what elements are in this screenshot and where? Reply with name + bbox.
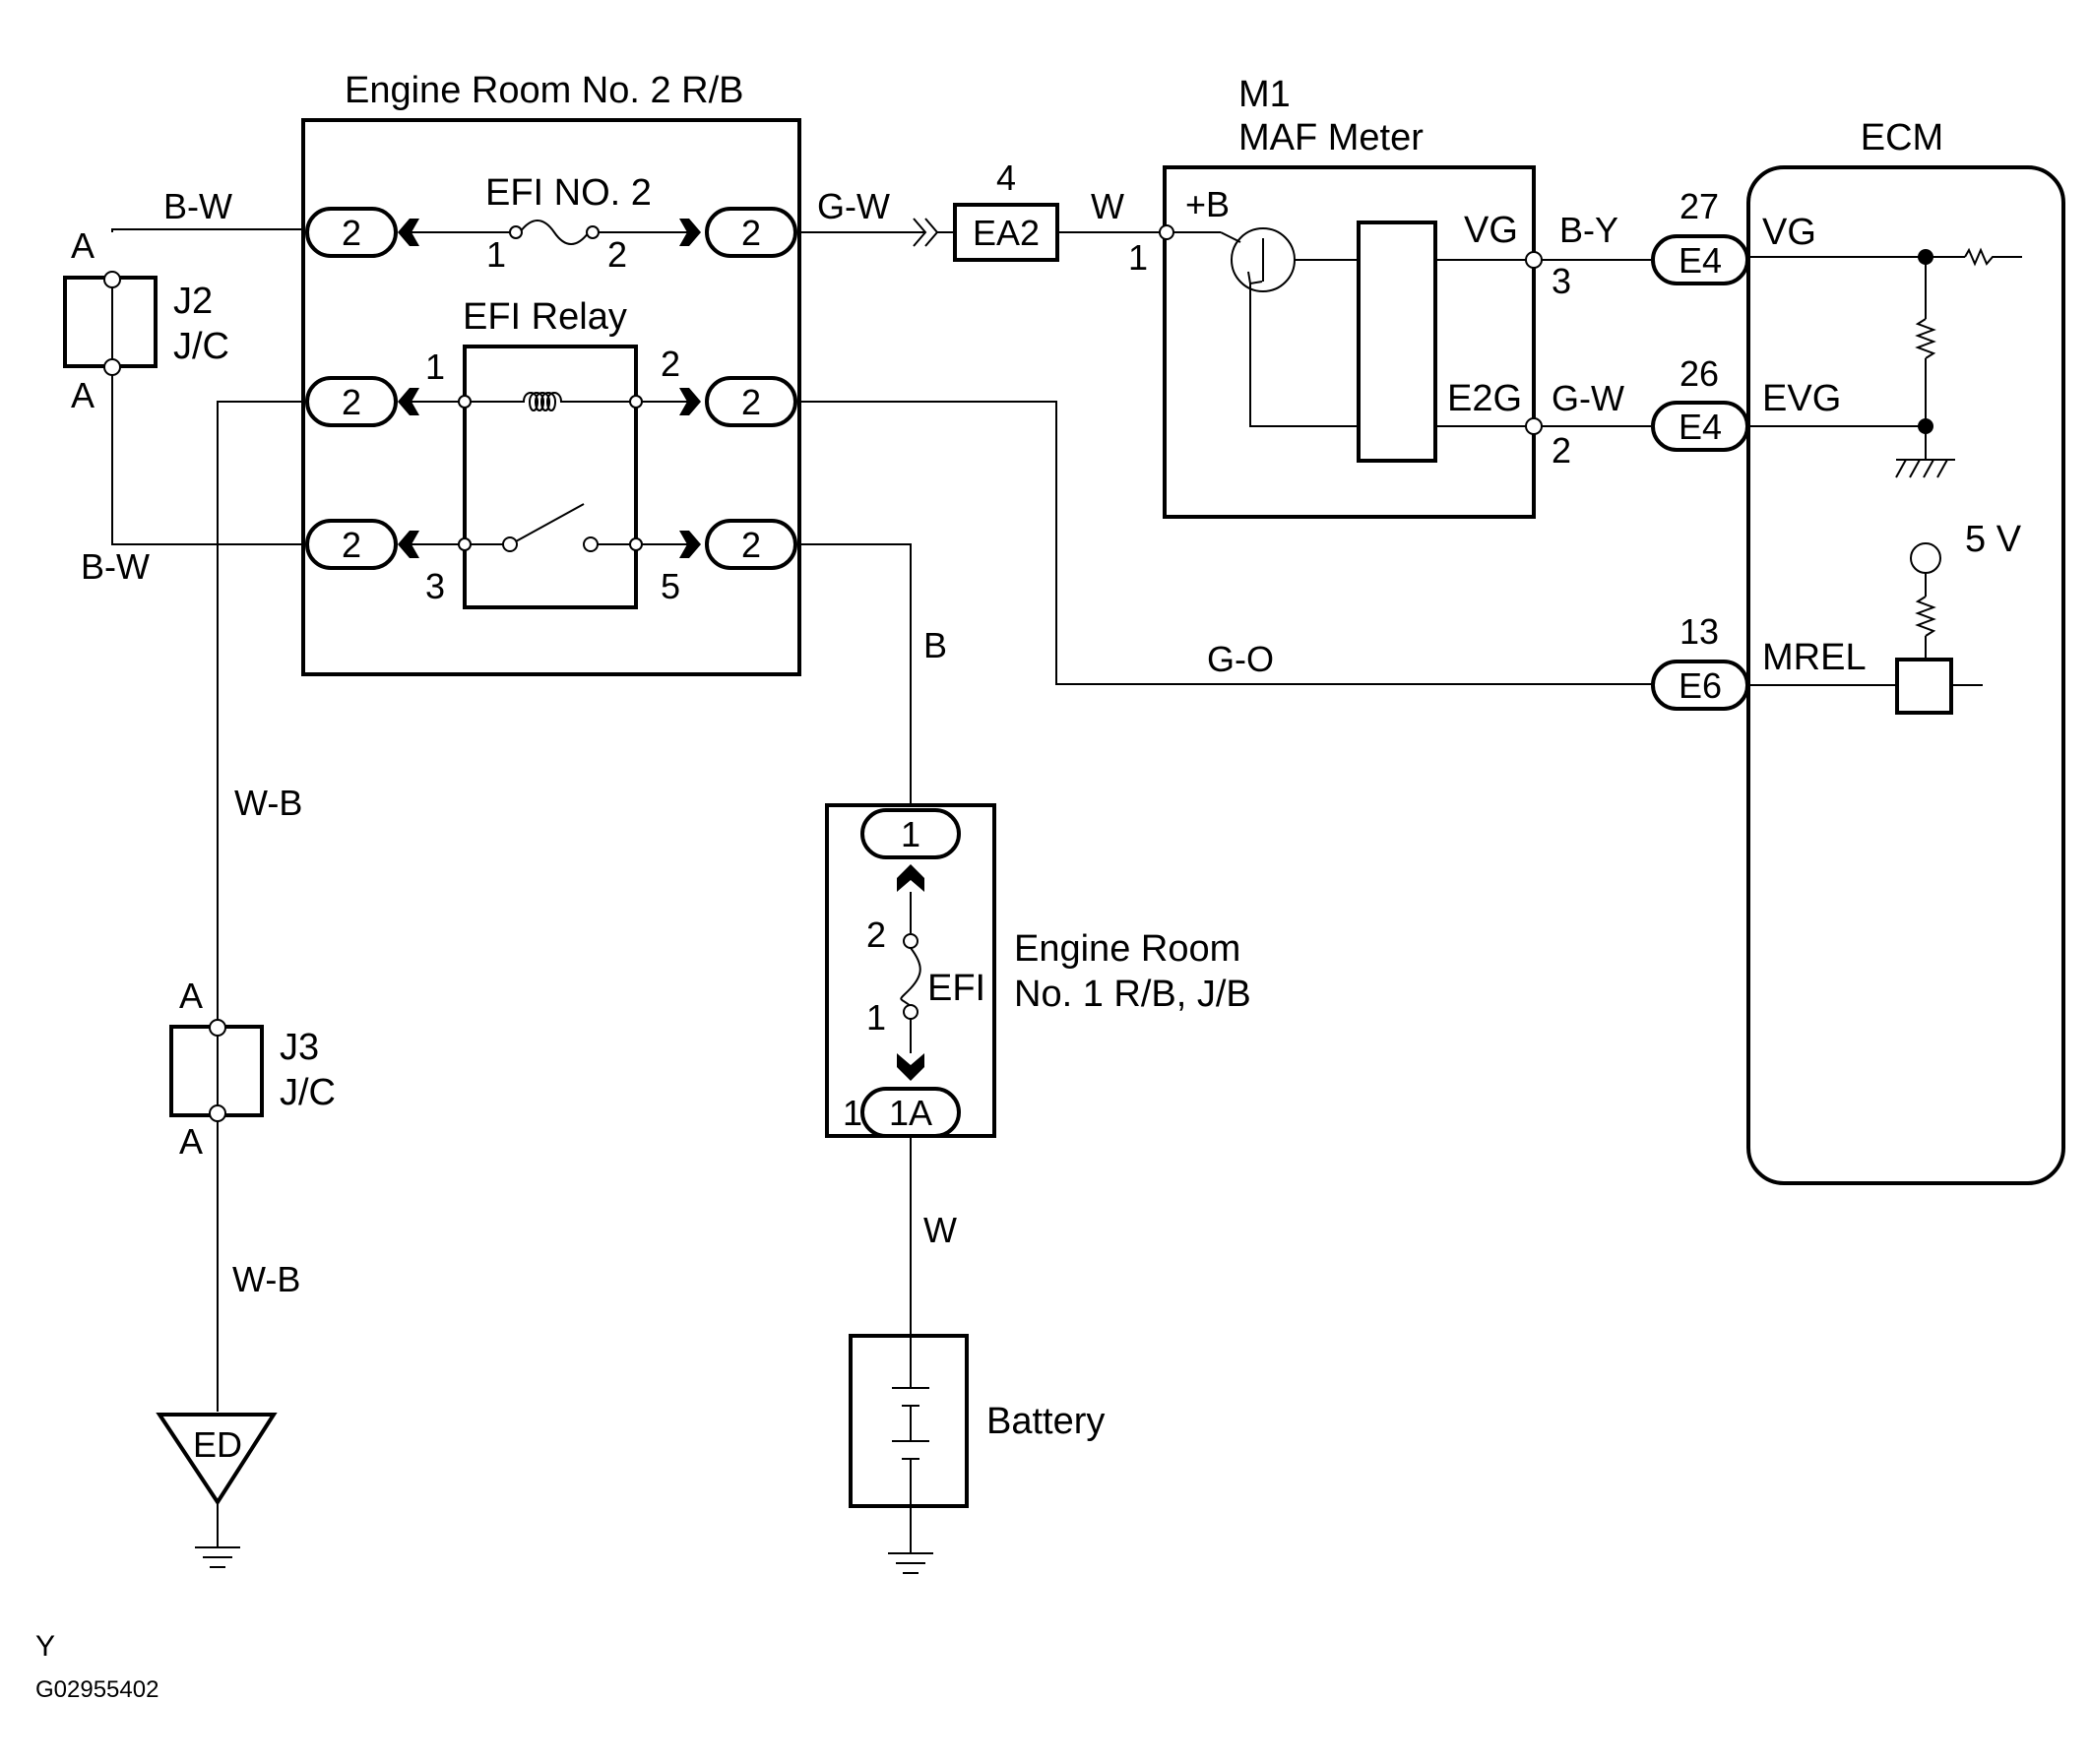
efi-no2-pin-2: 2 (607, 234, 627, 275)
svg-text:2: 2 (741, 213, 761, 253)
maf-pin-3: 3 (1552, 261, 1571, 301)
maf-meter: M1 MAF Meter +B 1 VG E2G 3 2 (1128, 74, 1571, 519)
efi-relay-label: EFI Relay (463, 296, 627, 338)
connector-e4-evg: 26 E4 (1651, 353, 1749, 452)
maf-pin-1: 1 (1128, 237, 1148, 278)
ecm-title: ECM (1861, 117, 1943, 158)
svg-text:2: 2 (342, 382, 361, 422)
svg-text:E4: E4 (1679, 240, 1722, 281)
battery: Battery (849, 1334, 1105, 1574)
ea2-label: EA2 (973, 213, 1040, 253)
rb1-connector-bottom-prefix: 1 (843, 1093, 862, 1133)
rb1-connector-bottom: 1A (889, 1093, 932, 1133)
battery-label: Battery (986, 1401, 1105, 1442)
wire-gw-1: G-W (817, 186, 890, 226)
wire-gw-2: G-W (1552, 378, 1624, 418)
relay-pin-2: 2 (661, 344, 680, 384)
wire-go: G-O (1207, 639, 1274, 679)
j2-pin-a-bottom: A (71, 375, 95, 415)
rb1-title-line2: No. 1 R/B, J/B (1014, 974, 1251, 1015)
efi-fuse-label: EFI (927, 968, 985, 1009)
j3-id: J3 (280, 1027, 319, 1068)
engine-room-no2-rb: Engine Room No. 2 R/B EFI NO. 2 1 2 EFI … (301, 70, 801, 676)
relay-switch-contact (583, 536, 599, 552)
junction-j3: A A J3 J/C (169, 976, 336, 1162)
j3-pin-a-top: A (179, 976, 203, 1016)
footer-figure-id: G02955402 (35, 1676, 158, 1703)
svg-text:26: 26 (1679, 353, 1719, 394)
connector-e4-vg: 27 E4 (1651, 186, 1749, 285)
maf-name: MAF Meter (1238, 117, 1424, 158)
svg-text:2: 2 (741, 382, 761, 422)
rb2-title: Engine Room No. 2 R/B (345, 70, 744, 111)
engine-room-no1-rb-jb: 1 1A 1 2 1 EFI Engine Room No. 1 R/B, J/… (825, 803, 1251, 1138)
relay-pin-1: 1 (425, 346, 445, 387)
efi-no2-node-1 (509, 225, 523, 239)
efi-pin-1: 1 (866, 997, 886, 1038)
relay-switch-pivot (502, 536, 518, 552)
relay-node-1 (458, 395, 472, 409)
rb1-connector-top: 1 (901, 814, 920, 854)
j3-type: J/C (280, 1072, 336, 1113)
wire-b: B (923, 625, 947, 665)
ecm-evg: EVG (1762, 378, 1841, 419)
ea2-pin-4: 4 (996, 158, 1016, 198)
efi-no2-pin-1: 1 (486, 234, 506, 275)
rb2-connector-r1: 2 (679, 207, 797, 258)
footer-code: Y (35, 1630, 55, 1663)
relay-pin-5: 5 (661, 566, 680, 606)
ecm: ECM VG EVG MREL 5 V (1746, 117, 2065, 1185)
rb1-title-line1: Engine Room (1014, 928, 1240, 970)
wire-by: B-Y (1559, 210, 1618, 250)
wire-w-1: W (1091, 186, 1124, 226)
junction-j2: A A J2 J/C (63, 225, 229, 415)
wire-wb-bottom: W-B (232, 1259, 300, 1299)
relay-node-2 (629, 395, 643, 409)
wire-bw-top: B-W (163, 186, 232, 226)
relay-node-5 (629, 537, 643, 551)
svg-text:27: 27 (1679, 186, 1719, 226)
efi-pin-2: 2 (866, 914, 886, 955)
rb2-connector-l2: 2 (305, 376, 419, 427)
svg-text:2: 2 (342, 525, 361, 565)
j2-type: J/C (173, 326, 229, 367)
efi-no2-node-2 (586, 225, 600, 239)
svg-text:2: 2 (342, 213, 361, 253)
efi-no2-label: EFI NO. 2 (485, 172, 652, 214)
relay-node-3 (458, 537, 472, 551)
maf-vg: VG (1464, 210, 1518, 251)
ecm-mrel: MREL (1762, 637, 1867, 678)
maf-plus-b: +B (1185, 184, 1230, 224)
svg-text:13: 13 (1679, 611, 1719, 652)
maf-e2g: E2G (1447, 378, 1522, 419)
rb2-connector-r3: 2 (679, 519, 797, 570)
ground-ed-label: ED (193, 1424, 242, 1465)
ecm-vg: VG (1762, 212, 1816, 253)
wire-bw-bottom: B-W (81, 546, 150, 587)
rb2-connector-r2: 2 (679, 376, 797, 427)
relay-pin-3: 3 (425, 566, 445, 606)
j3-pin-a-bottom: A (179, 1121, 203, 1162)
svg-text:E6: E6 (1679, 665, 1722, 706)
maf-pin-2: 2 (1552, 430, 1571, 471)
wire-w-2: W (923, 1210, 957, 1250)
rb2-connector-l1: 2 (305, 207, 419, 258)
wire-wb-top: W-B (234, 783, 302, 823)
ground-ed: ED (156, 1413, 278, 1568)
connector-e6-mrel: 13 E6 (1651, 611, 1749, 711)
svg-text:E4: E4 (1679, 407, 1722, 447)
connector-ea2: G-W EA2 4 W (817, 158, 1124, 262)
ecm-5v: 5 V (1965, 519, 2022, 560)
rb2-connector-l3: 2 (305, 519, 419, 570)
maf-id: M1 (1238, 74, 1291, 115)
svg-text:2: 2 (741, 525, 761, 565)
j2-pin-a-top: A (71, 225, 95, 266)
j2-id: J2 (173, 281, 213, 322)
